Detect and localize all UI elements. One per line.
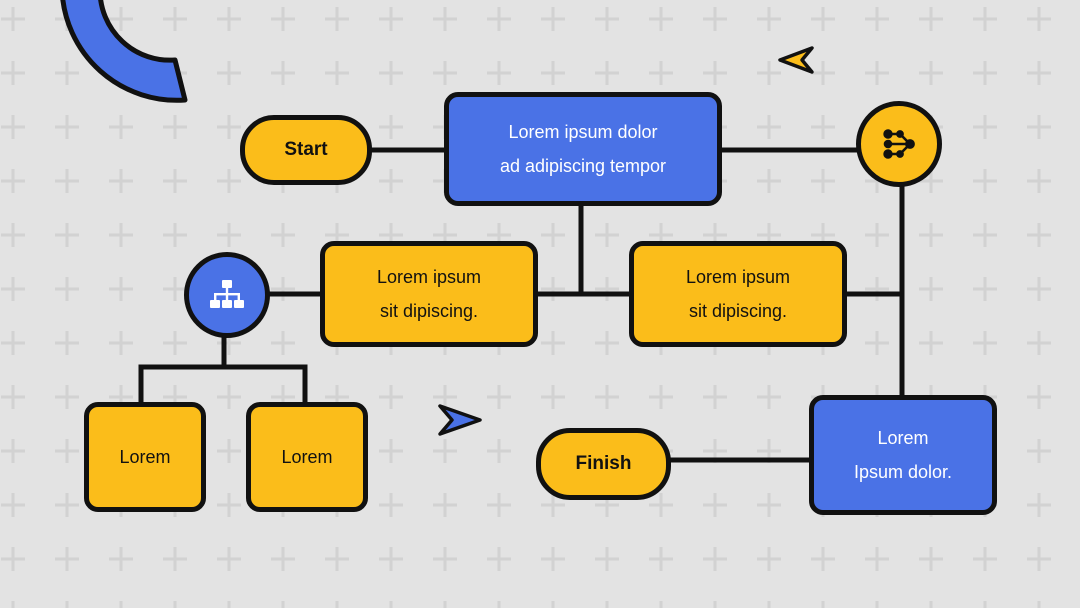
arc-decoration xyxy=(60,0,188,103)
finish-node[interactable]: Finish xyxy=(536,428,671,500)
leaf-left-label: Lorem xyxy=(119,447,171,467)
finish-label: Finish xyxy=(575,453,632,474)
start-label: Start xyxy=(284,139,328,160)
mid-right-node[interactable]: Lorem ipsum sit dipiscing. xyxy=(629,241,847,347)
chevron-left-icon xyxy=(778,46,814,74)
mid-right-label: Lorem ipsum sit dipiscing. xyxy=(685,267,791,321)
mid-left-label: Lorem ipsum sit dipiscing. xyxy=(376,267,482,321)
mid-left-node[interactable]: Lorem ipsum sit dipiscing. xyxy=(320,241,538,347)
top-process-node[interactable]: Lorem ipsum dolor ad adipiscing tempor xyxy=(444,92,722,206)
flow-node[interactable] xyxy=(856,101,942,187)
chevron-right-icon xyxy=(438,404,482,436)
leaf-right-node[interactable]: Lorem xyxy=(246,402,368,512)
flow-network-icon xyxy=(883,129,915,159)
bottom-right-label: Lorem Ipsum dolor. xyxy=(853,428,953,482)
bottom-right-node[interactable]: Lorem Ipsum dolor. xyxy=(809,395,997,515)
leaf-right-label: Lorem xyxy=(281,447,333,467)
hierarchy-icon xyxy=(210,280,244,308)
leaf-left-node[interactable]: Lorem xyxy=(84,402,206,512)
hierarchy-node[interactable] xyxy=(184,252,270,338)
start-node[interactable]: Start xyxy=(240,115,372,185)
top-process-label: Lorem ipsum dolor ad adipiscing tempor xyxy=(499,122,667,176)
